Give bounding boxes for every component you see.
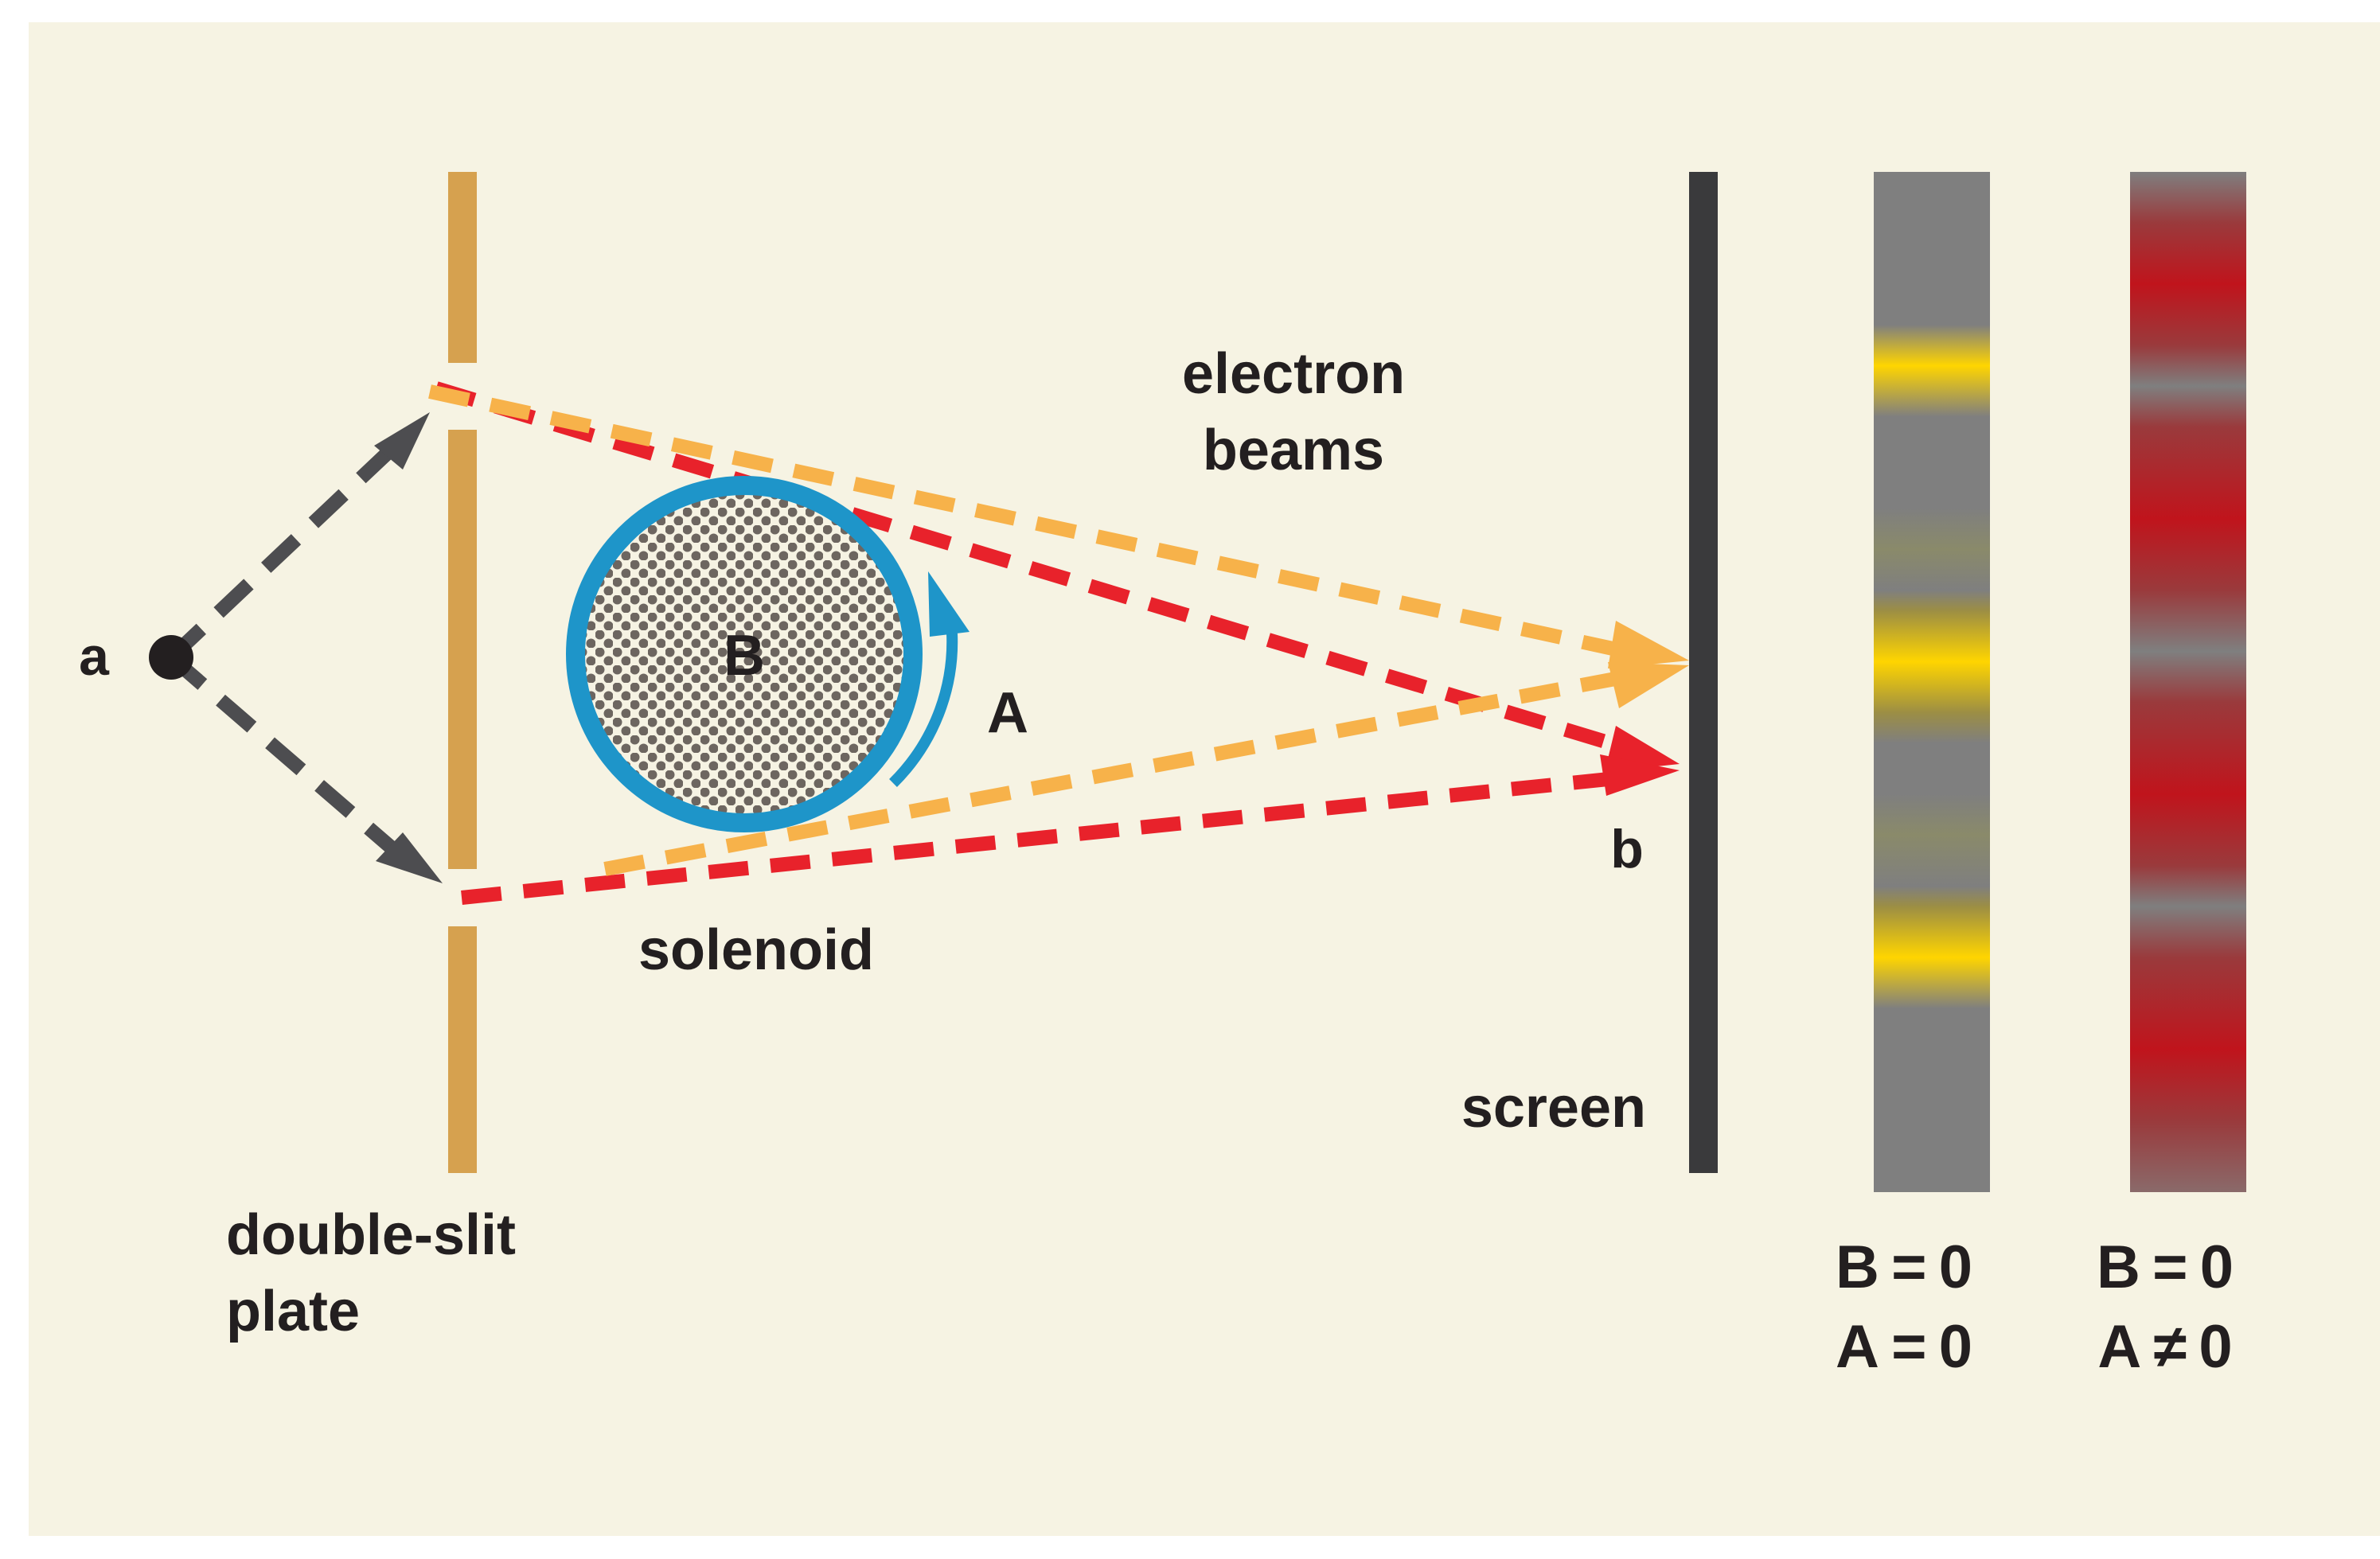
- background-panel: [29, 22, 2380, 1536]
- arrowhead-upper-slit: [374, 412, 430, 470]
- vector-potential-arrow: [889, 633, 958, 787]
- source-arrows: [166, 434, 408, 861]
- vector-potential-arrowhead: [928, 571, 970, 637]
- orange-beams: [428, 384, 1625, 876]
- solenoid-label: solenoid: [638, 918, 874, 982]
- pattern-1-label-line1: B = 0: [1836, 1234, 1972, 1301]
- double-slit-plate: [448, 172, 477, 1173]
- solenoid-ring: [566, 476, 923, 832]
- plate-label-line2: plate: [226, 1280, 360, 1343]
- screen: [1689, 172, 1718, 1173]
- electron-beams-label-line1: electron: [1182, 342, 1405, 406]
- orange-beam-upper: [428, 384, 1625, 658]
- plate-segment-middle: [448, 430, 477, 869]
- arrow-to-upper-slit: [166, 434, 408, 663]
- pattern-1-label-line2: A = 0: [1836, 1313, 1972, 1381]
- red-beam-lower: [461, 770, 1625, 905]
- red-beams: [434, 381, 1634, 905]
- vector-potential-label: A: [987, 681, 1028, 745]
- arrow-to-lower-slit: [166, 652, 405, 861]
- solenoid: [566, 476, 923, 832]
- red-beam-upper: [434, 381, 1634, 757]
- pattern-strip-yellow: [1874, 172, 1990, 1192]
- orange-beam-arrowhead-lower: [1608, 662, 1689, 708]
- source-label: a: [79, 626, 110, 687]
- orange-beam-arrowhead-upper: [1608, 621, 1689, 668]
- red-beam-arrowhead-lower: [1600, 754, 1680, 796]
- source-point: [149, 635, 193, 680]
- arrowhead-lower-slit: [376, 832, 443, 883]
- solenoid-core: [583, 493, 905, 815]
- pattern-2-label-line2: A ≠ 0: [2097, 1313, 2232, 1381]
- solenoid-field-label: B: [724, 624, 765, 688]
- screen-label: screen: [1461, 1076, 1646, 1140]
- pattern-2-label-line1: B = 0: [2097, 1234, 2234, 1301]
- target-label: b: [1610, 819, 1644, 879]
- pattern-strip-red: [2130, 172, 2246, 1192]
- plate-segment-bottom: [448, 926, 477, 1173]
- plate-label-line1: double-slit: [226, 1203, 516, 1267]
- electron-beams-label-line2: beams: [1203, 419, 1384, 482]
- plate-segment-top: [448, 172, 477, 363]
- orange-beam-lower: [603, 670, 1625, 876]
